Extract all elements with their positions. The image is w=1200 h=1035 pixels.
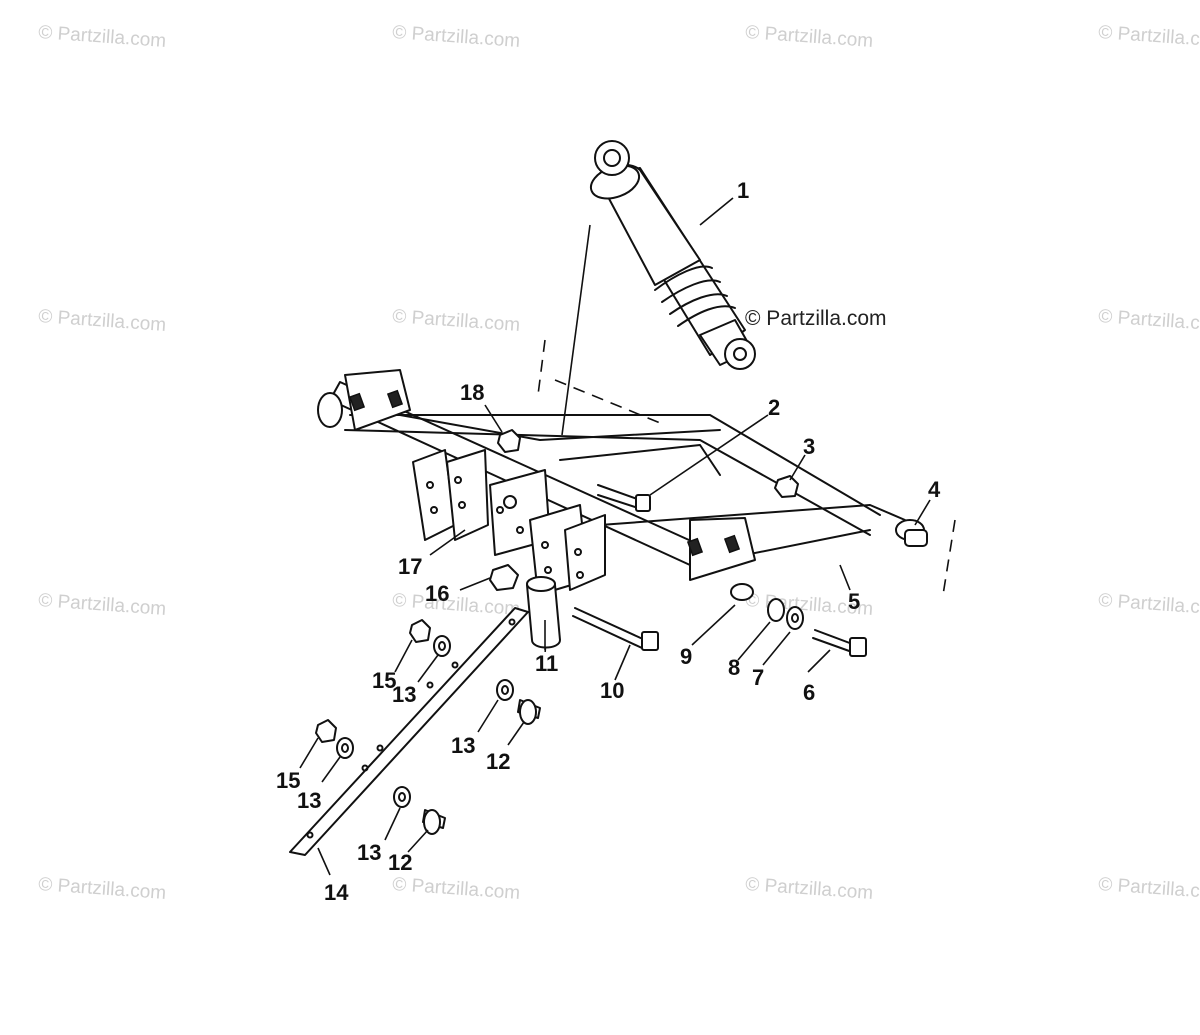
watermark: © Partzilla.com	[745, 874, 874, 904]
callout-15: 15	[372, 668, 396, 693]
callout-11: 11	[535, 651, 558, 676]
watermark: © Partzilla.com	[38, 306, 167, 336]
leader-lines	[299, 197, 931, 876]
watermark-center: © Partzilla.com	[745, 307, 887, 330]
callout-4: 4	[928, 477, 941, 502]
watermark: © Partzilla.com	[1098, 590, 1200, 620]
callout-12: 12	[486, 749, 510, 774]
watermark: © Partzilla.com	[38, 590, 167, 620]
callout-13: 13	[357, 840, 381, 865]
hardware	[315, 429, 867, 835]
watermark: © Partzilla.com	[1098, 306, 1200, 336]
callout-15: 15	[276, 768, 300, 793]
watermark: © Partzilla.com	[745, 22, 874, 52]
callout-12: 12	[388, 850, 412, 875]
torque-strap	[289, 607, 529, 856]
watermark: © Partzilla.com	[392, 306, 521, 336]
callout-13: 13	[392, 682, 416, 707]
callouts: 1 2 3 4 5 6 7 8 9 10 11 12 12 13 13 13 1…	[276, 178, 941, 905]
callout-6: 6	[803, 680, 815, 705]
callout-8: 8	[728, 655, 740, 680]
callout-13: 13	[451, 733, 475, 758]
callout-13: 13	[297, 788, 321, 813]
callout-1: 1	[737, 178, 749, 203]
watermark: © Partzilla.com	[38, 22, 167, 52]
watermark: © Partzilla.com	[392, 874, 521, 904]
watermark: © Partzilla.com	[392, 22, 521, 52]
callout-17: 17	[398, 554, 422, 579]
callout-18: 18	[460, 380, 484, 405]
watermark: © Partzilla.com	[1098, 22, 1200, 52]
callout-5: 5	[848, 589, 860, 614]
callout-16: 16	[425, 581, 449, 606]
callout-10: 10	[600, 678, 624, 703]
callout-7: 7	[752, 665, 764, 690]
callout-9: 9	[680, 644, 692, 669]
callout-2: 2	[768, 395, 780, 420]
callout-14: 14	[324, 880, 349, 905]
watermark: © Partzilla.com	[1098, 874, 1200, 904]
shock-absorber	[589, 140, 756, 370]
watermark: © Partzilla.com	[38, 874, 167, 904]
watermark: © Partzilla.com	[392, 590, 521, 620]
swing-arm	[317, 369, 928, 601]
callout-3: 3	[803, 434, 815, 459]
